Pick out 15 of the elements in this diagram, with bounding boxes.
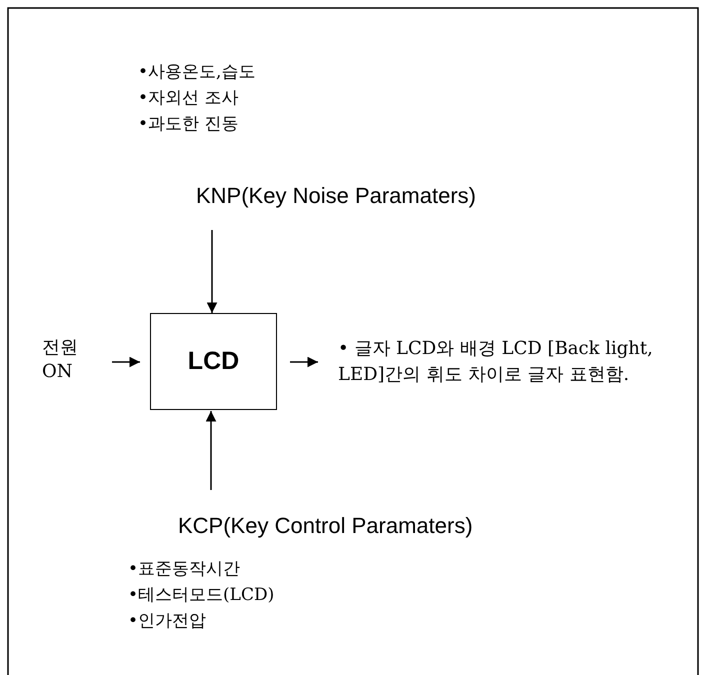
arrow [206,230,218,313]
output-description: • 글자 LCD와 배경 LCD [Back light, LED]간의 휘도 차이로 글자 표현함. [338,336,678,416]
parameter-label: KNP(Key Noise Paramaters) [196,182,526,216]
bullet-item: •테스터모드(LCD) [128,584,274,607]
bullet-item: •자외선 조사 [138,87,238,110]
bullet-item: •과도한 진동 [138,113,238,136]
bullet-item: •표준동작시간 [128,558,240,581]
arrow [206,411,216,490]
arrow [112,356,140,368]
bullet-item: •사용온도,습도 [138,61,256,84]
input-label: 전원 ON [42,336,98,386]
process-box: LCD [150,313,277,410]
bullet-item: •인가전압 [128,610,206,633]
arrow [290,356,318,368]
parameter-label: KCP(Key Control Paramaters) [178,512,518,546]
